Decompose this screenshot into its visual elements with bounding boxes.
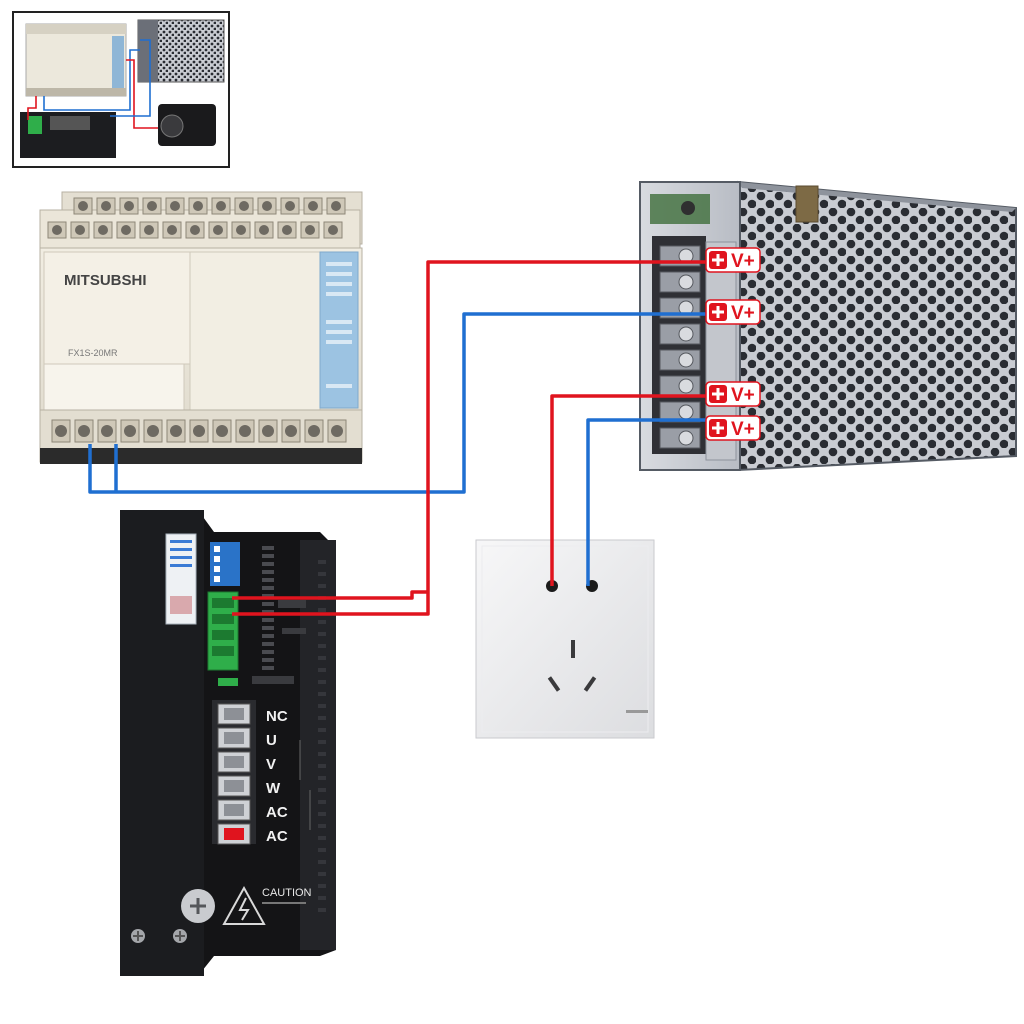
- driver-side-vents: [318, 560, 326, 912]
- thumb-plc: [25, 23, 127, 97]
- driver-terminal-label: W: [266, 780, 281, 797]
- overview-thumbnail: [12, 11, 230, 168]
- plc-top-terminals: [47, 197, 346, 239]
- thumb-power-supply: [137, 19, 225, 83]
- wall-socket: [475, 539, 655, 739]
- v-plus-tag: V+: [705, 381, 761, 407]
- thumb-motor: [158, 104, 216, 146]
- driver-indicator-column: [262, 546, 306, 670]
- thumb-driver: [20, 112, 116, 158]
- servo-driver: CAUTION: [120, 510, 336, 976]
- wire-blue-ps-to-socket: [586, 418, 706, 586]
- plc-bottom-terminals: [51, 419, 347, 443]
- wire-red-driver-2: [232, 590, 428, 600]
- caution-label: CAUTION: [262, 887, 312, 899]
- v-plus-tag: V+: [705, 299, 761, 325]
- v-plus-label: V+: [731, 385, 755, 406]
- plc-controller: MITSUBSHI FX1S-20MR: [39, 191, 363, 464]
- v-plus-label: V+: [731, 419, 755, 440]
- socket-outlet: [547, 640, 597, 692]
- driver-terminal-label: NC: [266, 708, 288, 725]
- v-plus-label: V+: [731, 303, 755, 324]
- thumb-wires: [27, 39, 158, 129]
- driver-terminal-label: U: [266, 732, 277, 749]
- driver-terminal-labels: NC UVW AC AC: [266, 708, 288, 845]
- ps-pcb-window: [650, 194, 710, 224]
- caution-warning: CAUTION: [222, 885, 312, 925]
- v-plus-tag: V+: [705, 415, 761, 441]
- plc-model-label: FX1S-20MR: [68, 348, 118, 358]
- driver-terminal-label: AC: [266, 828, 288, 845]
- v-plus-tag: V+: [705, 247, 761, 273]
- wiring: [88, 260, 706, 616]
- wire-blue-plc-to-ps: [88, 312, 706, 494]
- v-plus-label: V+: [731, 251, 755, 272]
- wire-red-ps-to-driver: [232, 260, 706, 616]
- switching-power-supply: [639, 180, 1017, 472]
- ps-terminal-tags: V+ V+ V+ V+: [705, 247, 761, 441]
- plc-brand-label: MITSUBSHI: [64, 272, 147, 289]
- driver-terminal-label: V: [266, 756, 276, 773]
- driver-terminal-label: AC: [266, 804, 288, 821]
- wire-red-ps-to-socket: [550, 394, 706, 586]
